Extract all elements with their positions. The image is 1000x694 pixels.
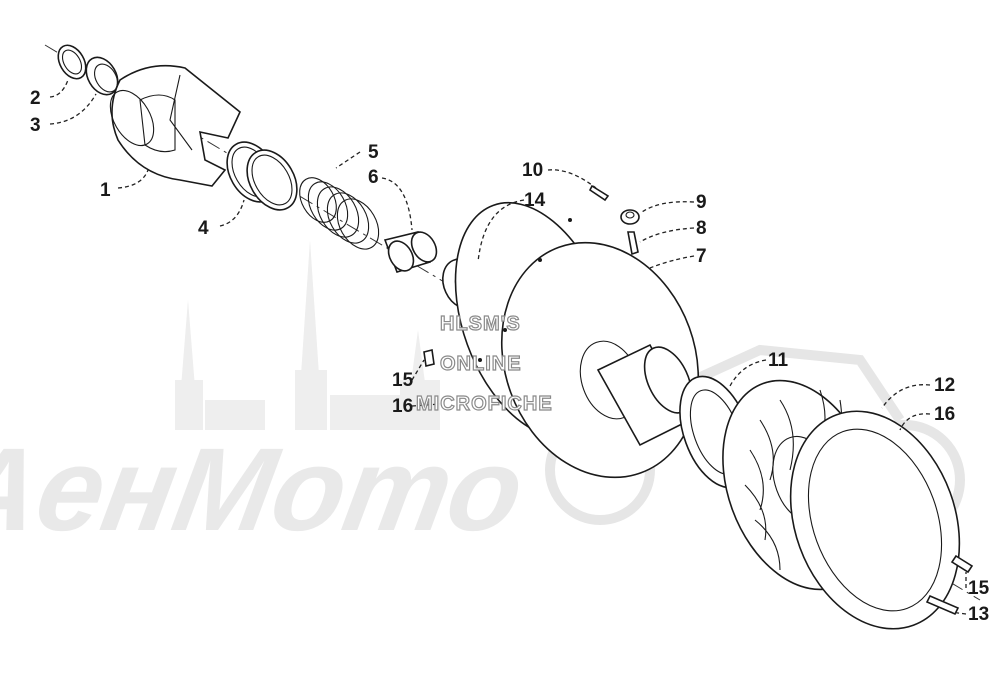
callout-9: 9	[696, 192, 707, 213]
callout-11: 11	[768, 350, 789, 371]
part-roller-9	[620, 209, 640, 225]
part-screw-right	[950, 554, 974, 574]
part-bushing	[85, 56, 119, 96]
part-cam-housing	[109, 64, 241, 187]
callout-8: 8	[696, 218, 707, 239]
part-bolt-13	[925, 594, 960, 616]
part-gasket-plate	[789, 410, 961, 630]
callout-14: 14	[524, 190, 546, 211]
callout-13: 13	[968, 604, 989, 625]
watermark-overlay: HLSM'S ONLINE MICROFICHE	[415, 312, 553, 415]
part-spring	[299, 177, 380, 250]
watermark-line-2: ONLINE	[440, 353, 522, 375]
callout-15-right: 15	[968, 578, 990, 599]
callout-16-left: 16	[392, 396, 413, 417]
part-screw-left	[423, 349, 435, 367]
callout-2: 2	[30, 88, 41, 109]
watermark-line-1: HLSM'S	[440, 313, 521, 335]
watermark-logo-text: AeнMoто	[0, 424, 533, 556]
callout-labels: 2 3 1 4 5 6 14 10 9 8 7 11 12 16 15 16 1…	[30, 88, 990, 625]
callout-6: 6	[368, 167, 379, 188]
callout-1: 1	[100, 180, 111, 201]
callout-12: 12	[934, 375, 955, 396]
callout-7: 7	[696, 246, 707, 267]
part-pin-8	[627, 231, 639, 256]
part-sleeve	[383, 231, 438, 273]
callout-3: 3	[30, 115, 41, 136]
callout-15-left: 15	[392, 370, 414, 391]
part-snap-ring	[57, 44, 87, 80]
part-movable-sheave	[454, 201, 700, 479]
part-rings	[226, 141, 298, 211]
callout-5: 5	[368, 142, 379, 163]
callout-16-right: 16	[934, 404, 955, 425]
leader-lines	[49, 79, 967, 615]
callout-10: 10	[522, 160, 543, 181]
watermark-line-3: MICROFICHE	[416, 393, 553, 415]
part-pin-10	[588, 184, 610, 202]
callout-4: 4	[198, 218, 209, 239]
